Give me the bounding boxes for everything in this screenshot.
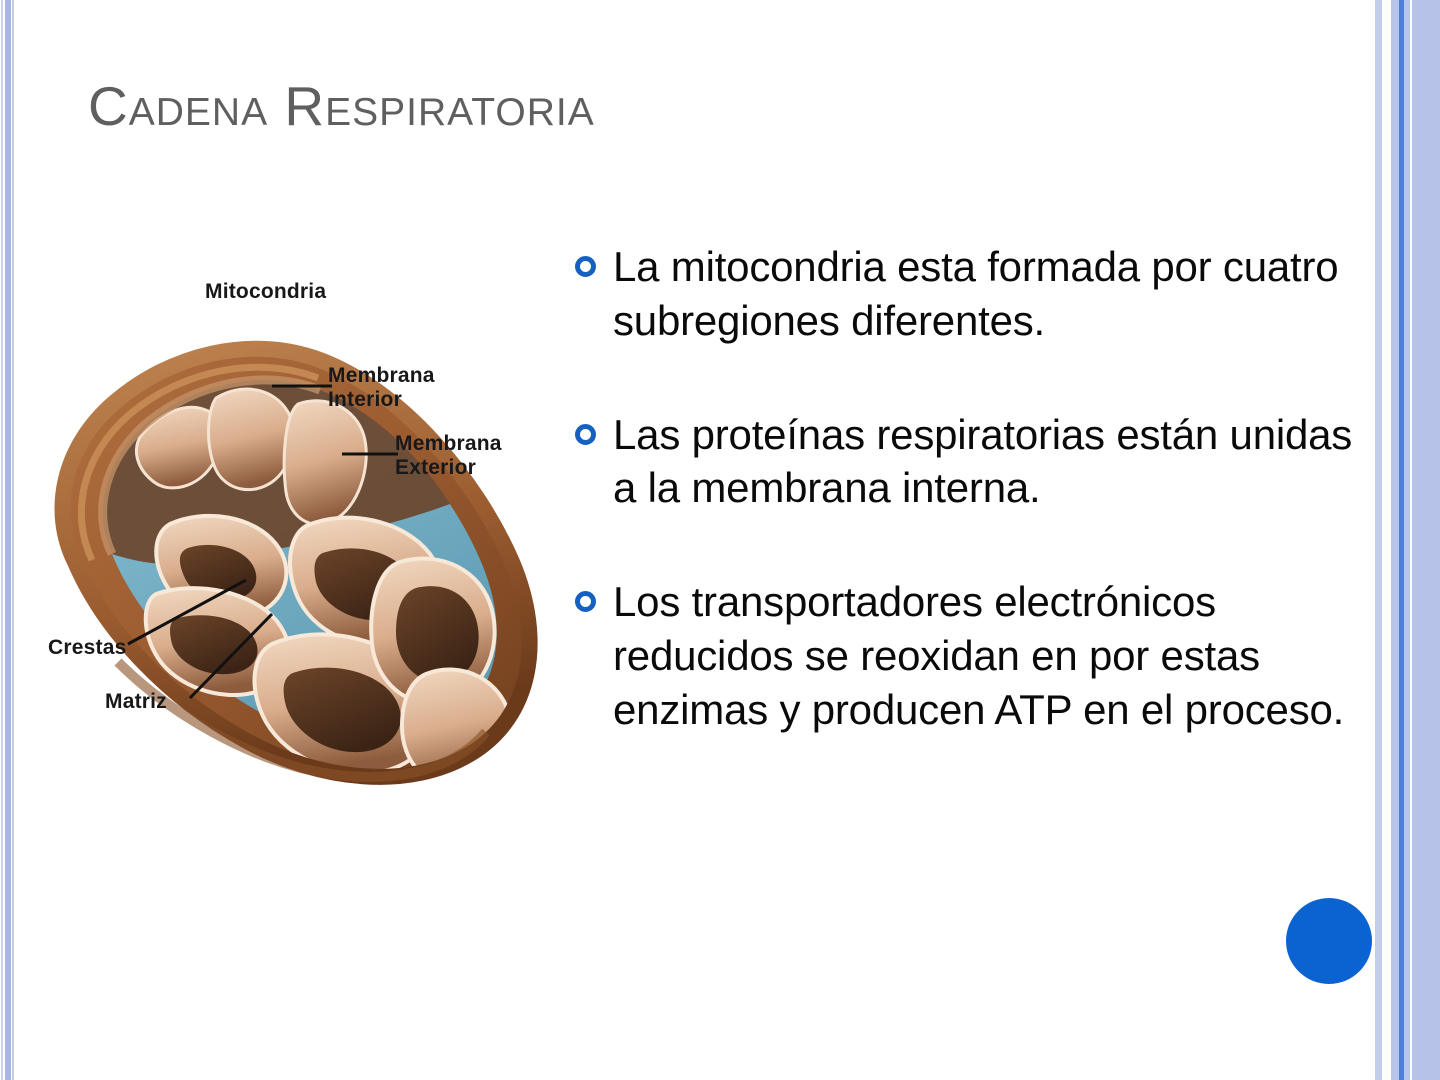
right-edge-stripes-decoration <box>1374 0 1440 1080</box>
list-item: Los transportadores electrónicos reducid… <box>575 575 1365 736</box>
circle-outline-bullet-icon <box>575 256 596 277</box>
figure-label-cristae: Crestas <box>48 636 127 659</box>
mitochondria-figure: Mitocondria Membrana Interior Membrana E… <box>20 262 560 832</box>
list-item: La mitocondria esta formada por cuatro s… <box>575 240 1365 348</box>
figure-label-inner-membrane: Membrana Interior <box>328 364 435 412</box>
circle-outline-bullet-icon <box>575 591 596 612</box>
bullet-text: Las proteínas respiratorias están unidas… <box>613 410 1353 512</box>
bullet-list: La mitocondria esta formada por cuatro s… <box>575 240 1365 796</box>
circle-outline-bullet-icon <box>575 423 596 445</box>
mitochondria-illustration <box>54 340 538 785</box>
list-item: Las proteínas respiratorias están unidas… <box>575 408 1365 516</box>
left-edge-stripes-decoration <box>0 0 22 1080</box>
slide-title: Cadena Respiratoria <box>88 75 595 137</box>
figure-label-mitochondria: Mitocondria <box>205 280 327 303</box>
figure-label-outer-membrane: Membrana Exterior <box>395 432 502 480</box>
blue-circle-decoration <box>1286 898 1372 984</box>
bullet-text: La mitocondria esta formada por cuatro s… <box>613 243 1339 344</box>
figure-label-matrix: Matriz <box>105 690 167 713</box>
bullet-text: Los transportadores electrónicos reducid… <box>613 578 1345 733</box>
